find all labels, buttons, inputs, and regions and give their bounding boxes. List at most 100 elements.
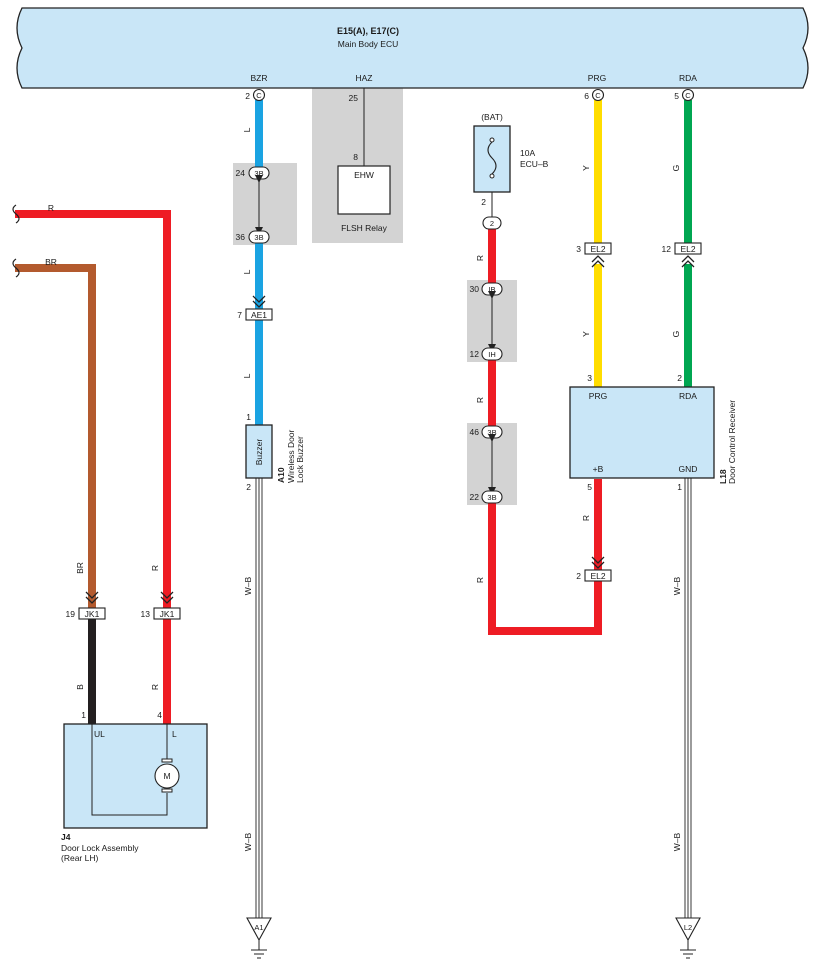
junction-fuse-2: 2 [482, 216, 502, 230]
door-lock-pin-ul: UL [94, 729, 105, 739]
relay-inner: EHW [354, 170, 374, 180]
svg-text:JK1: JK1 [85, 609, 100, 619]
wire-label-ground-a1-2: W–B [243, 832, 253, 851]
fuse-pin: 2 [481, 197, 486, 207]
wire-label-blue-1: L [242, 127, 252, 132]
svg-text:C: C [256, 91, 262, 100]
svg-text:JK1: JK1 [160, 609, 175, 619]
svg-text:12: 12 [470, 349, 480, 359]
svg-text:36: 36 [236, 232, 246, 242]
wire-label-blue-2: L [242, 269, 252, 274]
buzzer-line1: Wireless Door [286, 429, 296, 483]
door-lock-num-l: 4 [157, 710, 162, 720]
receiver-name: Door Control Receiver [727, 400, 737, 484]
connector-jk1-brown: JK1 19 [66, 591, 106, 620]
fuse-name: ECU–B [520, 159, 549, 169]
svg-text:EL2: EL2 [590, 571, 605, 581]
motor-cap-top [161, 758, 173, 763]
wire-label-ground-a1-1: W–B [243, 576, 253, 595]
svg-text:24: 24 [236, 168, 246, 178]
svg-text:22: 22 [470, 492, 480, 502]
door-lock-internal-wire [91, 724, 168, 816]
receiver-code: L18 [718, 469, 728, 484]
svg-text:L2: L2 [684, 923, 692, 932]
wire-label-red-vert-1: R [150, 565, 160, 571]
wire-label-green-1: G [671, 165, 681, 172]
buzzer-pin-bottom: 2 [246, 482, 251, 492]
ecu-name: Main Body ECU [338, 39, 398, 49]
wire-label-red-fuse-1: R [475, 255, 485, 261]
svg-text:AE1: AE1 [251, 310, 267, 320]
wire-brown [15, 264, 96, 609]
wire-label-red-receiver: R [581, 515, 591, 521]
door-lock-side: (Rear LH) [61, 853, 98, 863]
buzzer-pin-top: 1 [246, 412, 251, 422]
ecu-pin-num-haz: 25 [349, 93, 359, 103]
wire-break-brown [12, 258, 20, 278]
svg-text:3B: 3B [487, 428, 496, 437]
wire-ground-l2 [684, 478, 692, 918]
relay-name: FLSH Relay [341, 223, 388, 233]
wire-label-ground-l2-1: W–B [672, 576, 682, 595]
receiver-num-gnd: 1 [677, 482, 682, 492]
svg-text:13: 13 [141, 609, 151, 619]
svg-text:3: 3 [576, 244, 581, 254]
door-lock-num-ul: 1 [81, 710, 86, 720]
connector-jk1-red: JK1 13 [141, 591, 181, 620]
fuse-rating: 10A [520, 148, 535, 158]
buzzer-line2: Lock Buzzer [295, 436, 305, 483]
receiver-pin-rda: RDA [679, 391, 697, 401]
connector-el2-rda: EL2 12 [662, 242, 702, 268]
ecu-box [16, 7, 809, 89]
ecu-pin-bzr: BZR [251, 73, 268, 83]
motor-icon [154, 763, 180, 789]
fuse-icon [487, 141, 497, 175]
ecu-pin-num-bzr: 2 [245, 91, 250, 101]
junction-24: 3B 24 [236, 166, 270, 180]
svg-text:A1: A1 [254, 923, 263, 932]
wire-label-red-top: R [48, 203, 54, 213]
svg-text:IH: IH [488, 350, 496, 359]
junction-12: IH 12 [470, 347, 503, 361]
buzzer-box [245, 424, 273, 479]
receiver-num-prg: 3 [587, 373, 592, 383]
motor-cap-bottom [161, 788, 173, 793]
junction-22: 3B 22 [470, 490, 503, 504]
wire-ground-a1 [255, 478, 263, 918]
fuse-source: (BAT) [481, 112, 503, 122]
receiver-num-rda: 2 [677, 373, 682, 383]
svg-text:7: 7 [237, 310, 242, 320]
door-lock-box [63, 723, 208, 829]
motor-label: M [163, 771, 170, 781]
buzzer-inner: Buzzer [254, 439, 264, 466]
svg-text:3B: 3B [487, 493, 496, 502]
junction-36: 3B 36 [236, 230, 270, 244]
wire-label-red-fuse-2: R [475, 397, 485, 403]
connector-el2-prg: EL2 3 [576, 242, 612, 268]
receiver-pin-prg: PRG [589, 391, 607, 401]
wire-label-black-vert: B [75, 684, 85, 690]
svg-text:2: 2 [576, 571, 581, 581]
svg-text:46: 46 [470, 427, 480, 437]
receiver-pin-b: +B [593, 464, 604, 474]
svg-text:3B: 3B [254, 233, 263, 242]
wire-red-main [15, 210, 602, 724]
receiver-num-b: 5 [587, 482, 592, 492]
ecu-pin-rda: RDA [679, 73, 697, 83]
wire-label-brown-top: BR [45, 257, 57, 267]
svg-text:12: 12 [662, 244, 672, 254]
svg-text:19: 19 [66, 609, 76, 619]
ecu-title: E15(A), E17(C) [337, 26, 399, 36]
receiver-pin-gnd: GND [679, 464, 698, 474]
fuse-terminal-bottom [489, 173, 495, 179]
junction-30: IB 30 [470, 282, 503, 296]
wire-label-yellow-2: Y [581, 331, 591, 337]
svg-text:30: 30 [470, 284, 480, 294]
door-lock-name: Door Lock Assembly [61, 843, 139, 853]
wire-label-blue-3: L [242, 373, 252, 378]
door-lock-code: J4 [61, 832, 71, 842]
wire-break-red [12, 204, 20, 224]
ecu-pin-haz: HAZ [356, 73, 373, 83]
svg-text:3B: 3B [254, 169, 263, 178]
